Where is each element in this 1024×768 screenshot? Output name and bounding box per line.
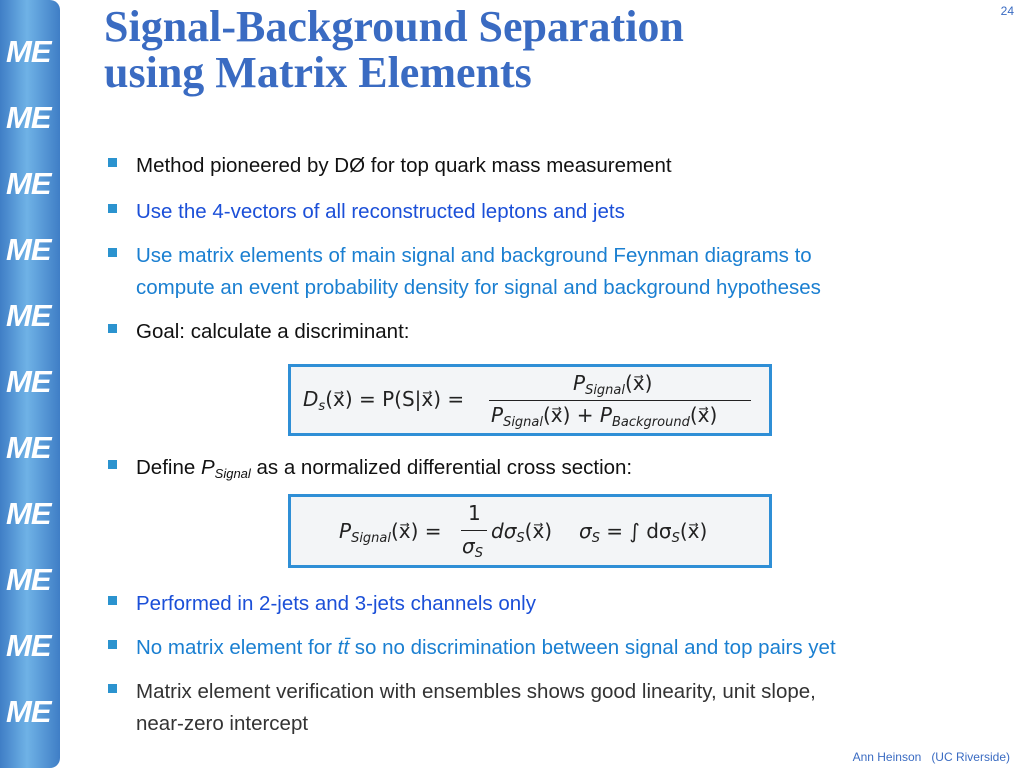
footer-author: Ann Heinson: [852, 750, 922, 764]
eq2-lhs: PSignal(x⃗) =: [339, 519, 442, 546]
sidebar: ME ME ME ME ME ME ME ME ME ME ME: [0, 0, 60, 768]
bullet-line-1: Matrix element verification with ensembl…: [136, 680, 816, 703]
bullet-marker: [108, 596, 117, 605]
sidebar-label: ME: [6, 298, 52, 333]
discriminant-equation-box: Ds(x⃗) = P(S|x⃗) = PSignal(x⃗) PSignal(x…: [288, 364, 772, 436]
bullet-marker: [108, 684, 117, 693]
bullet-line-1: Use matrix elements of main signal and b…: [136, 244, 812, 267]
sidebar-label: ME: [6, 496, 52, 531]
cross-section-equation-box: PSignal(x⃗) = 1 σS dσS(x⃗) σS = ∫ dσS(x⃗…: [288, 494, 772, 568]
bullet-marker: [108, 204, 117, 213]
bullet-marker: [108, 640, 117, 649]
eq1-lhs: Ds(x⃗) = P(S|x⃗) =: [303, 387, 465, 414]
bullet-line-2: compute an event probability density for…: [136, 276, 821, 299]
bullet-text: Matrix element verification with ensembl…: [136, 676, 1016, 740]
bullet-marker: [108, 460, 117, 469]
sidebar-label: ME: [6, 562, 52, 597]
sidebar-label: ME: [6, 232, 52, 267]
sidebar-label: ME: [6, 628, 52, 663]
bullet-text: Method pioneered by DØ for top quark mas…: [136, 154, 672, 177]
bullet-text: Use matrix elements of main signal and b…: [136, 240, 1016, 304]
eq2-rhs: σS = ∫ dσS(x⃗): [579, 519, 708, 546]
bullet-text: Define PSignal as a normalized different…: [136, 456, 633, 481]
sidebar-label: ME: [6, 166, 52, 201]
eq1-numerator: PSignal(x⃗): [573, 371, 653, 398]
footer: Ann Heinson (UC Riverside): [853, 750, 1010, 764]
sidebar-label: ME: [6, 430, 52, 465]
eq2-fraction-bar: [461, 530, 487, 531]
bullet-text: No matrix element for tt̄ so no discrimi…: [136, 636, 836, 659]
eq2-differential: dσS(x⃗): [491, 519, 553, 546]
bullet-text: Goal: calculate a discriminant:: [136, 320, 410, 343]
footer-affiliation: (UC Riverside): [931, 750, 1010, 764]
bullet-marker: [108, 158, 117, 167]
bullet-text: Use the 4-vectors of all reconstructed l…: [136, 200, 625, 223]
sidebar-label: ME: [6, 694, 52, 729]
sidebar-label: ME: [6, 100, 52, 135]
eq1-denominator: PSignal(x⃗) + PBackground(x⃗): [491, 403, 718, 430]
title-line-1: Signal-Background Separation: [104, 2, 684, 51]
sidebar-label: ME: [6, 34, 52, 69]
bullet-text: Performed in 2-jets and 3-jets channels …: [136, 592, 536, 615]
slide-title: Signal-Background Separation using Matri…: [104, 4, 684, 96]
page-number: 24: [1000, 4, 1014, 18]
title-line-2: using Matrix Elements: [104, 48, 532, 97]
eq1-fraction-bar: [489, 400, 751, 401]
eq2-denominator: σS: [462, 534, 483, 561]
bullet-marker: [108, 248, 117, 257]
sidebar-label: ME: [6, 364, 52, 399]
bullet-line-2: near-zero intercept: [136, 712, 309, 735]
eq2-numerator: 1: [468, 501, 481, 525]
bullet-marker: [108, 324, 117, 333]
